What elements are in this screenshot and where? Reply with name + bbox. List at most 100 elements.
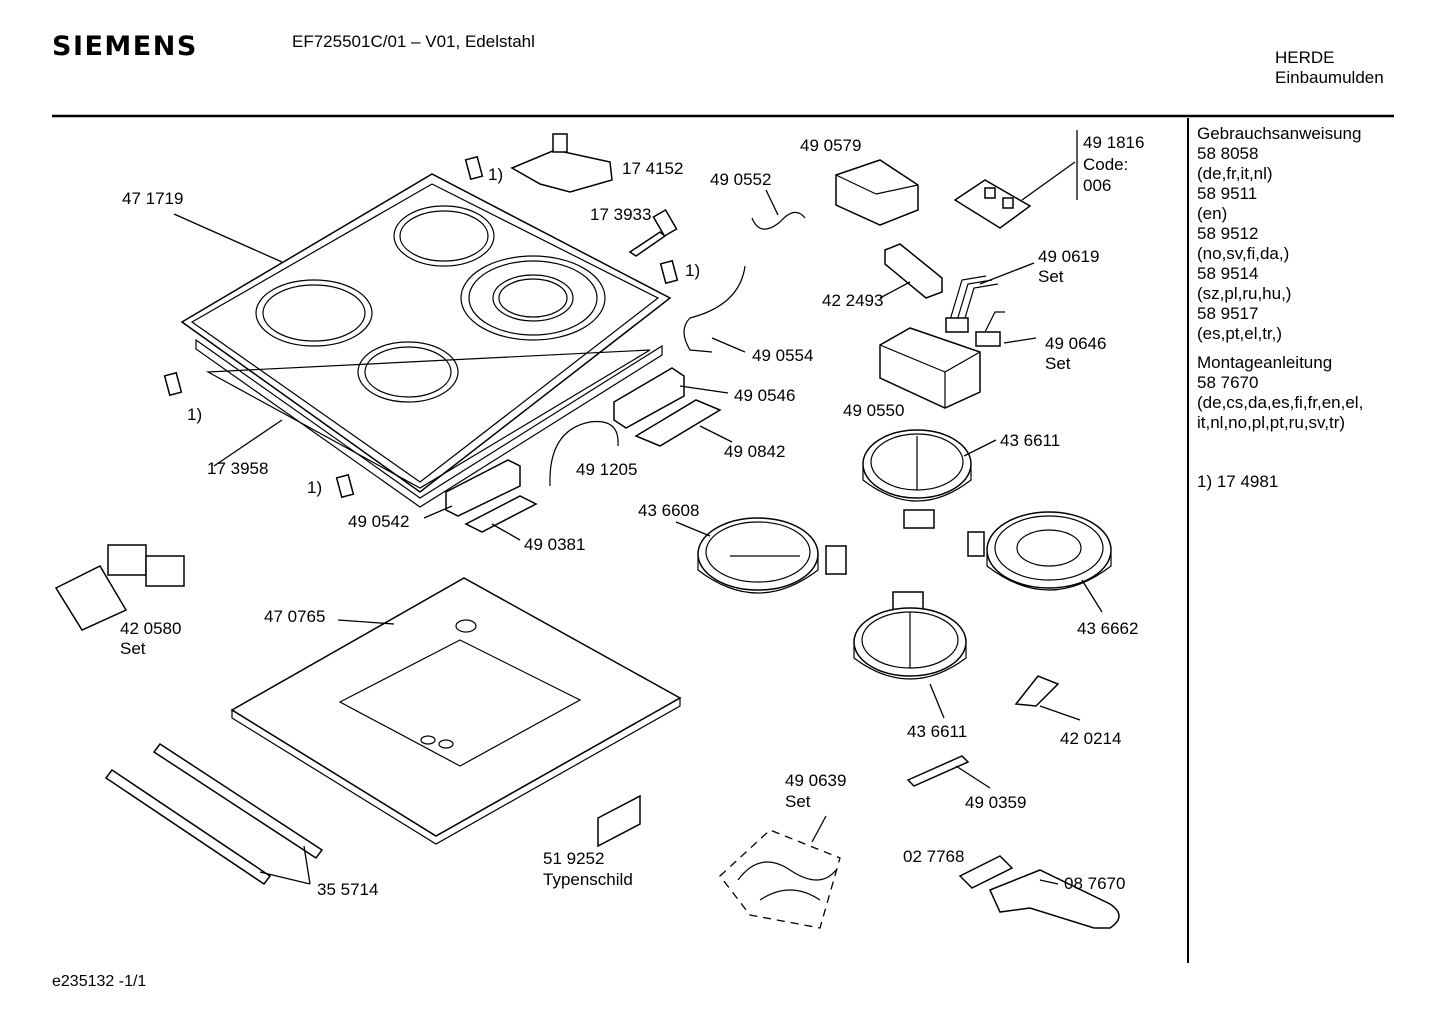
footnote-ref: 1): [307, 478, 322, 497]
part-label-436662: 43 6662: [1077, 619, 1138, 638]
side-line: Montageanleitung: [1197, 353, 1332, 372]
part-label-490546: 49 0546: [734, 386, 795, 405]
leader-436608: [675, 521, 711, 537]
module-part: [613, 367, 685, 429]
circuit-board-part: [953, 179, 1032, 229]
bracket-part: [628, 208, 678, 257]
housing-part: [879, 327, 981, 409]
cable-part: [549, 420, 619, 487]
leader-471719: [173, 213, 283, 263]
part-label-174152: 17 4152: [622, 159, 683, 178]
leader-173958: [213, 419, 283, 467]
leader-422493: [879, 281, 911, 299]
part-label-491205: 49 1205: [576, 460, 637, 479]
part-label-420214: 42 0214: [1060, 729, 1121, 748]
leader-490554: [711, 337, 746, 353]
side-line: (en): [1197, 204, 1227, 223]
leader-490639: [811, 815, 827, 843]
leader-087670: [1039, 879, 1059, 885]
part-label-519252-sub: Typenschild: [543, 870, 633, 889]
footnote-ref: 1): [187, 405, 202, 424]
part-label-420580: 42 0580: [120, 619, 181, 638]
category-line-2: Einbaumulden: [1275, 68, 1384, 87]
heating-element-part: [862, 429, 972, 529]
brand-logo: SIEMENS: [52, 31, 198, 62]
board-part: [464, 495, 538, 533]
leader-490552: [765, 189, 779, 216]
part-label-490842: 49 0842: [724, 442, 785, 461]
leader-436611a: [963, 439, 997, 457]
side-line: (de,cs,da,es,fi,fr,en,el,: [1197, 393, 1363, 412]
leader-436611b: [929, 683, 945, 719]
tool-part: [958, 855, 1120, 929]
part-label-490359: 49 0359: [965, 793, 1026, 812]
sensor-bracket-part: [906, 755, 970, 787]
part-label-490646-set: Set: [1045, 354, 1071, 373]
board-part: [634, 399, 722, 447]
leader-490646: [1003, 337, 1037, 344]
part-label-436611b: 43 6611: [907, 722, 967, 741]
side-line: (no,sv,fi,da,): [1197, 244, 1289, 263]
terminal-part: [884, 243, 943, 299]
mounting-rail-part: [104, 742, 324, 886]
clip-icon: [163, 155, 679, 499]
leader-490359: [955, 765, 991, 789]
clamp-part: [1014, 675, 1060, 707]
part-label-491816-value: 006: [1083, 176, 1111, 195]
part-label-490646: 49 0646: [1045, 334, 1106, 353]
sensor-part: [510, 133, 613, 193]
part-label-490639-set: Set: [785, 792, 811, 811]
glass-ceramic-top: [180, 173, 672, 508]
part-label-087670: 08 7670: [1064, 874, 1125, 893]
rating-plate-part: [597, 794, 641, 848]
document-id: e235132 -1/1: [52, 973, 146, 990]
part-label-490639: 49 0639: [785, 771, 846, 790]
part-label-490579: 49 0579: [800, 136, 861, 155]
leader-491816: [1021, 161, 1076, 201]
side-line: it,nl,no,pl,pt,ru,sv,tr): [1197, 413, 1345, 432]
part-label-491816-code: Code:: [1083, 155, 1128, 174]
part-label-173958: 17 3958: [207, 459, 268, 478]
part-label-490381: 49 0381: [524, 535, 585, 554]
leader-490542: [423, 505, 453, 519]
part-label-436608: 43 6608: [638, 501, 699, 520]
side-line: (es,pt,el,tr,): [1197, 324, 1282, 343]
side-line: 58 8058: [1197, 144, 1258, 163]
side-line: 58 9512: [1197, 224, 1258, 243]
wiring-harness-set-part: [719, 829, 841, 929]
footnote-ref: 1): [488, 165, 503, 184]
part-label-490542: 49 0542: [348, 512, 409, 531]
part-label-436611a: 43 6611: [1000, 431, 1060, 450]
part-label-355714: 35 5714: [317, 880, 378, 899]
category-line-1: HERDE: [1275, 48, 1335, 67]
part-label-490550: 49 0550: [843, 401, 904, 420]
wiring-set-part: [945, 275, 999, 333]
side-line: 58 9511: [1197, 184, 1257, 203]
cable-part: [751, 211, 806, 230]
side-panel: Gebrauchsanweisung 58 8058 (de,fr,it,nl)…: [1197, 124, 1363, 491]
leader-490842: [699, 425, 733, 443]
leader-355714: [303, 845, 311, 885]
terminal-block-set-part: [54, 544, 185, 631]
part-label-490619: 49 0619: [1038, 247, 1099, 266]
part-label-471719: 47 1719: [122, 189, 183, 208]
leader-470765: [337, 619, 395, 625]
part-label-519252: 51 9252: [543, 849, 604, 868]
leader-420214: [1039, 705, 1081, 721]
switch-module-part: [445, 459, 521, 517]
part-label-491816: 49 1816: [1083, 133, 1144, 152]
side-line: (de,fr,it,nl): [1197, 164, 1273, 183]
part-label-490619-set: Set: [1038, 267, 1064, 286]
part-label-490554: 49 0554: [752, 346, 813, 365]
part-label-173933: 17 3933: [590, 205, 651, 224]
heating-element-part: [697, 517, 847, 594]
side-footnote: 1) 17 4981: [1197, 472, 1278, 491]
part-label-470765: 47 0765: [264, 607, 325, 626]
part-label-420580-set: Set: [120, 639, 146, 658]
part-label-027768: 02 7768: [903, 847, 964, 866]
leader-436662: [1081, 579, 1103, 613]
control-box-part: [835, 159, 919, 226]
part-label-490552: 49 0552: [710, 170, 771, 189]
heating-element-part: [853, 591, 967, 680]
